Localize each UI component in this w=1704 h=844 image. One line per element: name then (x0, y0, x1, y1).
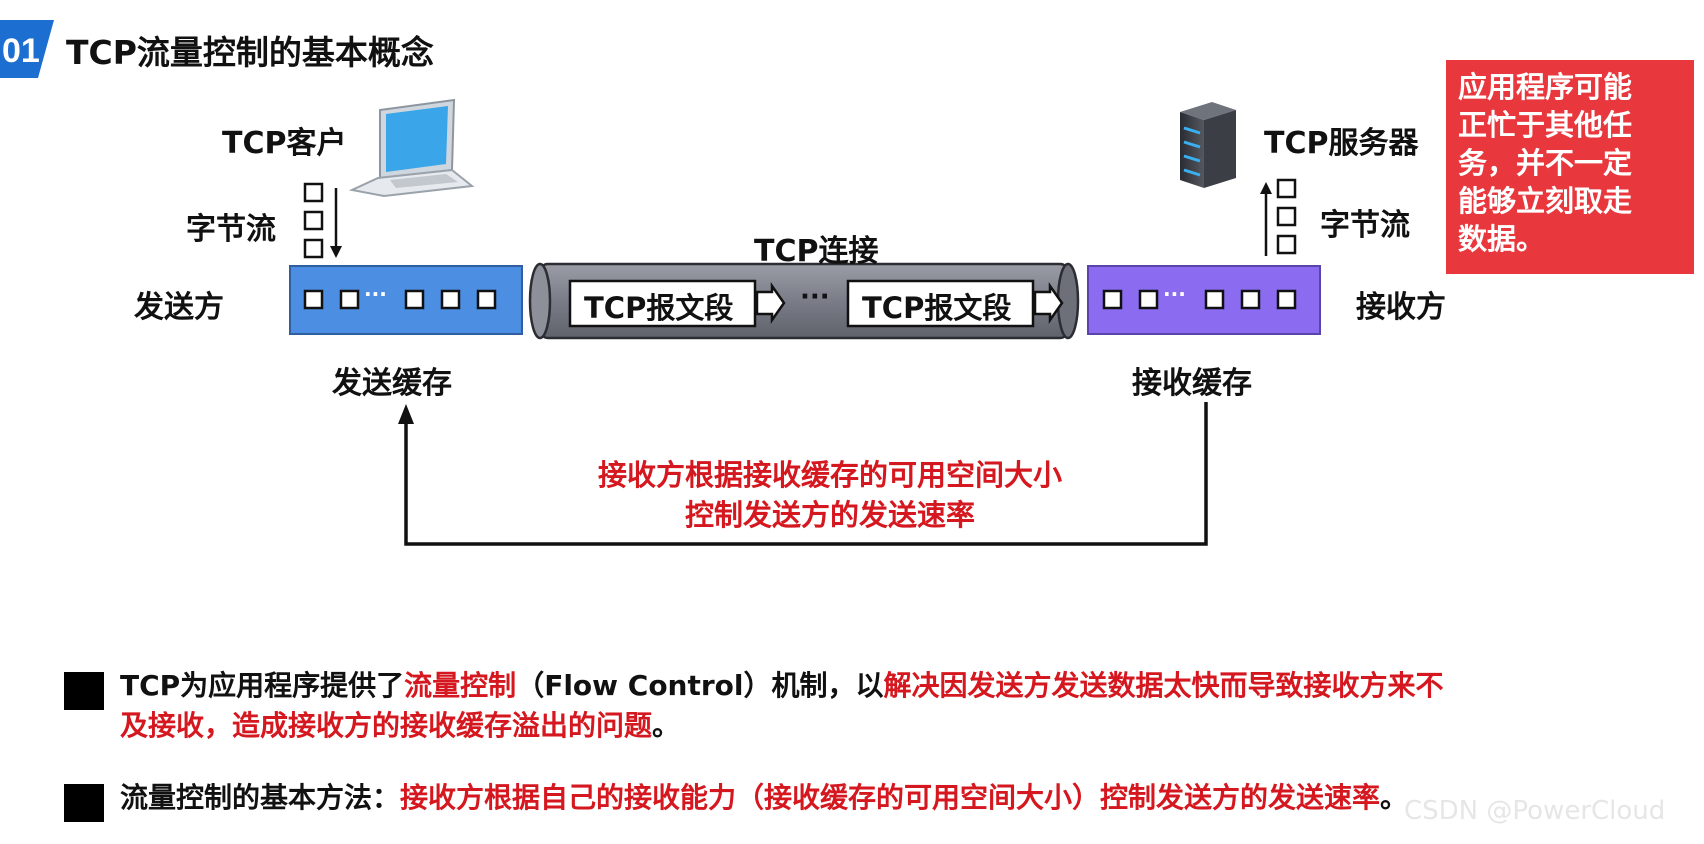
bullet-2-part3: 。 (1380, 781, 1409, 814)
left-bytestream-squares (303, 182, 324, 259)
recv-buffer-ellipsis: ··· (1163, 282, 1186, 306)
note-line-5: 数据。 (1458, 222, 1546, 256)
feedback-arrow (398, 402, 1208, 546)
send-buffer (289, 265, 523, 335)
right-bytestream-label: 字节流 (1320, 208, 1410, 243)
page-title: TCP流量控制的基本概念 (66, 33, 434, 72)
segment-ellipsis: ··· (800, 282, 830, 312)
note-box: 应用程序可能 正忙于其他任 务，并不一定 能够立刻取走 数据。 (1446, 60, 1694, 274)
recv-buffer-label: 接收缓存 (1132, 366, 1252, 401)
left-bytestream-label: 字节流 (186, 212, 276, 247)
feedback-caption: 接收方根据接收缓存的可用空间大小 控制发送方的发送速率 (520, 455, 1140, 535)
badge-number: 01 (2, 32, 40, 70)
tcp-segment-1 (568, 279, 786, 328)
bullet-1-end: 。 (652, 709, 681, 742)
up-arrow-icon (1260, 182, 1272, 256)
tcp-client-label: TCP客户 (222, 126, 347, 161)
watermark: CSDN @PowerCloud (1404, 796, 1666, 826)
send-buffer-ellipsis: ··· (364, 282, 387, 306)
bullet-1-part2: 流量控制 (404, 669, 517, 702)
down-arrow-icon (330, 188, 342, 258)
section-number-badge: 01 (0, 20, 54, 78)
bullet-1-part3: （Flow Control）机制，以 (516, 669, 884, 702)
note-line-4: 能够立刻取走 (1458, 184, 1633, 218)
bullet-1-part4: 解决因发送方发送数据太快而导致接收方来不 (883, 669, 1444, 702)
bullet-2-text: 流量控制的基本方法：接收方根据自己的接收能力（接收缓存的可用空间大小）控制发送方… (120, 778, 1704, 818)
tcp-segment-1-label: TCP报文段 (584, 291, 734, 325)
bullet-2-part2: 接收方根据自己的接收能力（接收缓存的可用空间大小）控制发送方的发送速率 (400, 781, 1381, 814)
send-buffer-label: 发送缓存 (332, 366, 452, 401)
bullet-2: 流量控制的基本方法：接收方根据自己的接收能力（接收缓存的可用空间大小）控制发送方… (64, 778, 1684, 826)
bullet-1: TCP为应用程序提供了流量控制（Flow Control）机制，以解决因发送方发… (64, 666, 1684, 756)
receiver-label: 接收方 (1356, 290, 1446, 325)
tcp-server-label: TCP服务器 (1264, 126, 1419, 161)
note-line-2: 正忙于其他任 (1458, 108, 1633, 142)
bullet-1-line2: 及接收，造成接收方的接收缓存溢出的问题 (120, 709, 653, 742)
bullet-2-part1: 流量控制的基本方法： (120, 781, 401, 814)
feedback-line-1: 接收方根据接收缓存的可用空间大小 (597, 458, 1062, 492)
feedback-line-2: 控制发送方的发送速率 (684, 498, 975, 532)
note-line-3: 务，并不一定 (1458, 146, 1633, 180)
bullet-1-part1: TCP为应用程序提供了 (120, 669, 405, 702)
bullet-square-icon (64, 784, 104, 822)
right-bytestream-squares (1276, 178, 1297, 255)
server-icon (1180, 102, 1236, 188)
tcp-segment-2-label: TCP报文段 (862, 291, 1012, 325)
bullet-square-icon (64, 672, 104, 710)
note-line-1: 应用程序可能 (1458, 70, 1633, 104)
receive-buffer (1087, 265, 1321, 335)
laptop-icon (348, 98, 475, 198)
bullet-1-text: TCP为应用程序提供了流量控制（Flow Control）机制，以解决因发送方发… (120, 666, 1704, 746)
tcp-segment-2 (846, 279, 1064, 328)
sender-label: 发送方 (134, 290, 224, 325)
tcp-connection-label: TCP连接 (754, 234, 879, 269)
